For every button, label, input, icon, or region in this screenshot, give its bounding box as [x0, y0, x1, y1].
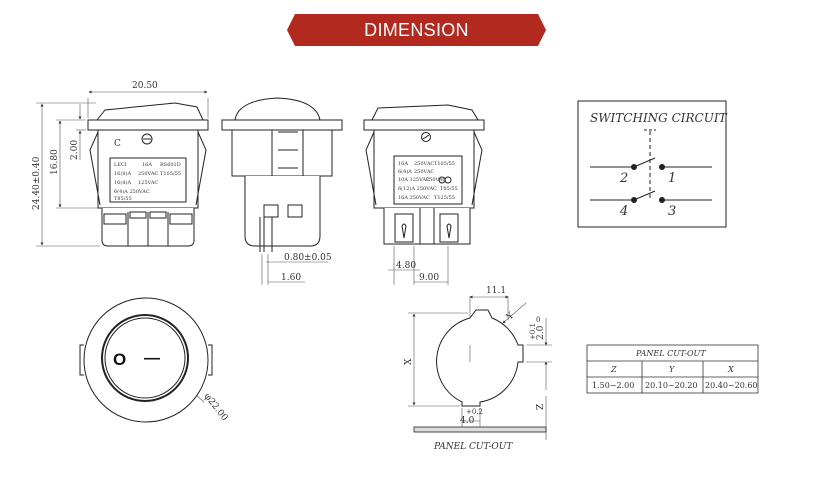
- svg-text:T105/55: T105/55: [434, 161, 455, 167]
- svg-text:6(12)A 250VAC: 6(12)A 250VAC: [398, 185, 437, 192]
- cutout-dim-bottom: 4.0: [460, 416, 475, 426]
- front-width-dim: 20.50: [132, 81, 158, 91]
- side-pin-depth-dim: 1.60: [281, 273, 301, 283]
- front-label-text: LECI 16A RS601D 16(8)A 250VAC T105/55 16…: [114, 162, 181, 202]
- svg-text:T85/55: T85/55: [114, 196, 132, 202]
- cutout-table-header-y: Y: [669, 365, 675, 374]
- circuit-contacts: [631, 164, 665, 203]
- back-terminal-spacing-dim: 9.00: [419, 273, 439, 283]
- cutout-dim-tol-bottom: +0.2: [466, 408, 483, 416]
- front-rocker-dim: 2.00: [70, 140, 80, 160]
- svg-text:RS601D: RS601D: [160, 162, 181, 168]
- svg-text:LECI: LECI: [114, 162, 127, 168]
- svg-text:16(8)A: 16(8)A: [114, 170, 131, 177]
- cutout-dim-tab: 2.0: [536, 325, 546, 340]
- switching-circuit: SWITCHING CIRCUIT 2 1 4 3: [577, 100, 728, 228]
- svg-text:T85/55: T85/55: [440, 186, 458, 192]
- circuit-terminal-2: 2: [619, 171, 628, 186]
- svg-text:6(4)A 250VAC: 6(4)A 250VAC: [114, 188, 150, 195]
- cutout-dim-z: Z: [536, 404, 546, 410]
- circuit-terminal-4: 4: [619, 204, 628, 219]
- cutout-dim-top: 11.1: [486, 286, 506, 296]
- side-pin-width-dim: 0.80±0.05: [284, 253, 332, 263]
- svg-text:T125/55: T125/55: [434, 195, 455, 201]
- top-off-symbol: —: [144, 350, 160, 367]
- back-label-text: 16A 250VAC T105/55 6(4)A 250VAC 10A 125V…: [398, 161, 458, 201]
- cutout-table-header-z: Z: [610, 365, 617, 374]
- front-body-height-dim: 16.80: [50, 149, 60, 175]
- svg-text:16(8)A: 16(8)A: [114, 179, 131, 186]
- svg-text:16A: 16A: [398, 161, 408, 167]
- svg-text:16A: 16A: [142, 162, 152, 168]
- svg-text:250VAC: 250VAC: [414, 161, 434, 167]
- cutout-dim-x: X: [404, 358, 414, 365]
- svg-text:250VAC: 250VAC: [426, 177, 446, 183]
- circuit-lines: [590, 129, 712, 201]
- svg-text:250VAC: 250VAC: [138, 171, 158, 177]
- top-on-symbol: O: [113, 350, 126, 369]
- svg-text:125VAC: 125VAC: [138, 180, 158, 186]
- circuit-frame: [577, 100, 727, 228]
- svg-text:250VAC: 250VAC: [414, 169, 434, 175]
- cutout-dim-tol-top: +0.1: [529, 323, 537, 340]
- front-total-height-dim: 24.40±0.40: [32, 156, 42, 210]
- page-title: DIMENSION: [364, 20, 469, 40]
- cutout-dim-y: Y: [504, 310, 517, 323]
- back-terminal-width-dim: 4.80: [396, 261, 416, 271]
- circuit-terminal-1: 1: [668, 171, 676, 186]
- front-mark-c: C: [114, 139, 121, 149]
- side-view: [221, 97, 343, 285]
- circuit-title: SWITCHING CIRCUIT: [590, 111, 728, 125]
- cutout-drawing: [408, 295, 552, 440]
- svg-text:16A 250VAC: 16A 250VAC: [398, 195, 430, 201]
- cutout-table-value-z: 1.50~2.00: [592, 381, 634, 390]
- svg-text:T105/55: T105/55: [160, 171, 181, 177]
- cutout-dim-zero: 0: [536, 316, 540, 324]
- cutout-table-value-x: 20.40~20.60: [705, 381, 758, 390]
- cutout-table-value-y: 20.10~20.20: [645, 381, 698, 390]
- cutout-table-title: PANEL CUT-OUT: [635, 349, 706, 358]
- cutout-table: [586, 344, 759, 394]
- cutout-table-header-x: X: [727, 365, 734, 374]
- front-view: [36, 90, 209, 247]
- cutout-label: PANEL CUT-OUT: [433, 442, 513, 452]
- top-diameter-dim: φ22.00: [202, 392, 230, 424]
- circuit-terminal-3: 3: [668, 204, 676, 219]
- svg-text:6(4)A: 6(4)A: [398, 168, 412, 175]
- svg-text:10A 125VAC: 10A 125VAC: [398, 177, 430, 183]
- dimension-banner: [287, 14, 546, 46]
- back-view: [363, 104, 485, 285]
- top-view: [79, 297, 213, 423]
